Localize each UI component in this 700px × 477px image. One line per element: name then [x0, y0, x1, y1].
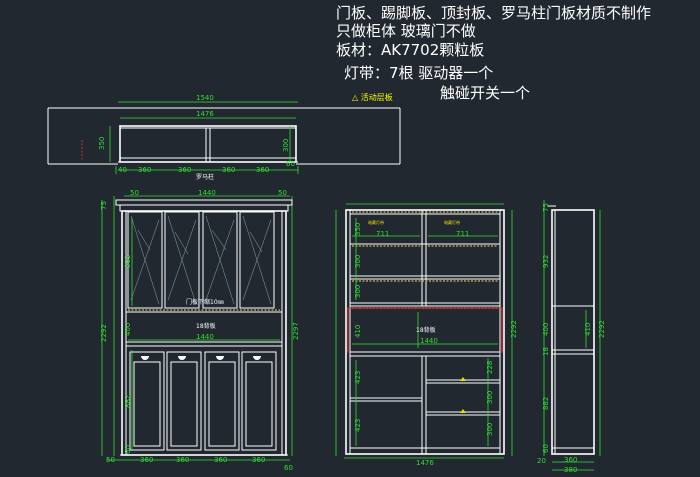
dim-top-h: 350	[98, 137, 106, 150]
dim-front-bottom-3: 360	[214, 456, 227, 464]
dim-front-bottom-60: 60	[284, 464, 293, 472]
dim-side-360: 360	[564, 456, 577, 464]
dim-mid-711b: 711	[456, 230, 469, 238]
dim-front-upper: 932	[124, 255, 132, 268]
dim-front-bottom-2: 360	[176, 456, 189, 464]
dim-side-882: 882	[542, 397, 550, 410]
note-scope: 只做柜体 玻璃门不做	[336, 22, 476, 40]
dim-side-75: 75	[542, 203, 550, 212]
dim-front-400: 400	[124, 323, 132, 336]
dim-front-75: 75	[100, 201, 108, 210]
dim-side-60: 60	[542, 444, 550, 453]
dim-side-410: 410	[584, 323, 592, 336]
dim-top-col-4: 360	[256, 166, 269, 174]
dim-front-50a: 50	[130, 189, 139, 197]
dim-top-col-3: 360	[222, 166, 235, 174]
label-roman-column: 罗马柱	[196, 173, 214, 181]
note-material: 门板、踢脚板、顶封板、罗马柱门板材质不制作	[336, 4, 652, 22]
dim-top-inner: 1476	[196, 110, 214, 118]
dim-mid-350: 350	[354, 223, 362, 236]
carcass-elevation	[335, 203, 513, 459]
dim-mid-total-h: 2292	[510, 320, 518, 338]
label-door-hinge: 门板下缩10㎜	[186, 298, 224, 306]
label-back-panel-b: 18背板	[416, 326, 436, 334]
dim-front-1440-mid: 1440	[196, 333, 214, 341]
dim-front-total-h: 2292	[100, 324, 108, 342]
note-lights: 灯带：7根 驱动器一个	[344, 64, 494, 82]
dim-mid-423b: 423	[354, 419, 362, 432]
dim-top-side: 300	[282, 139, 290, 152]
dim-front-total-h2: 2297	[292, 322, 300, 340]
dim-front-60: 60	[124, 445, 132, 454]
dim-mid-1440: 1440	[420, 337, 438, 345]
dim-front-bottom-0: 50	[106, 456, 115, 464]
dim-mid-300b: 300	[354, 285, 362, 298]
front-elevation	[101, 195, 293, 461]
dim-mid-300c: 300	[486, 391, 494, 404]
dim-side-380: 380	[564, 466, 577, 474]
dim-mid-300a: 300	[354, 255, 362, 268]
dim-top-col-1: 360	[138, 166, 151, 174]
dim-top-total: 1540	[196, 94, 214, 102]
dim-top-col-0: 40	[118, 166, 127, 174]
dim-side-932: 932	[542, 255, 550, 268]
dim-front-50b: 50	[278, 189, 287, 197]
label-light-b: 暗藏灯带	[444, 219, 460, 225]
dim-side-20: 20	[537, 457, 546, 465]
dim-mid-410: 410	[354, 325, 362, 338]
dim-mid-total-w: 1476	[416, 459, 434, 467]
dim-top-col-2: 360	[178, 166, 191, 174]
note-switch: 触碰开关一个	[440, 84, 531, 102]
top-plan-view	[47, 101, 401, 174]
note-board: 板材：AK7702颗粒板	[336, 41, 485, 59]
dim-front-bottom-1: 360	[140, 456, 153, 464]
dim-side-400: 400	[542, 323, 550, 336]
side-elevation	[543, 200, 601, 471]
dim-front-width: 1440	[198, 189, 216, 197]
dim-mid-711a: 711	[376, 230, 389, 238]
dim-mid-228: 228	[486, 361, 494, 374]
label-active-shelf: △ 活动层板	[352, 93, 393, 102]
dim-mid-300d: 300	[486, 423, 494, 436]
dim-front-bottom-4: 360	[252, 456, 265, 464]
dim-front-882: 882	[124, 395, 132, 408]
dim-mid-423a: 423	[354, 371, 362, 384]
label-back-panel: 18背板	[196, 322, 216, 330]
dim-top-60: 60	[286, 160, 295, 168]
label-light-a: 暗藏灯带	[368, 219, 384, 225]
dim-side-18: 18	[542, 347, 550, 356]
dim-side-total: 2292	[598, 320, 606, 338]
